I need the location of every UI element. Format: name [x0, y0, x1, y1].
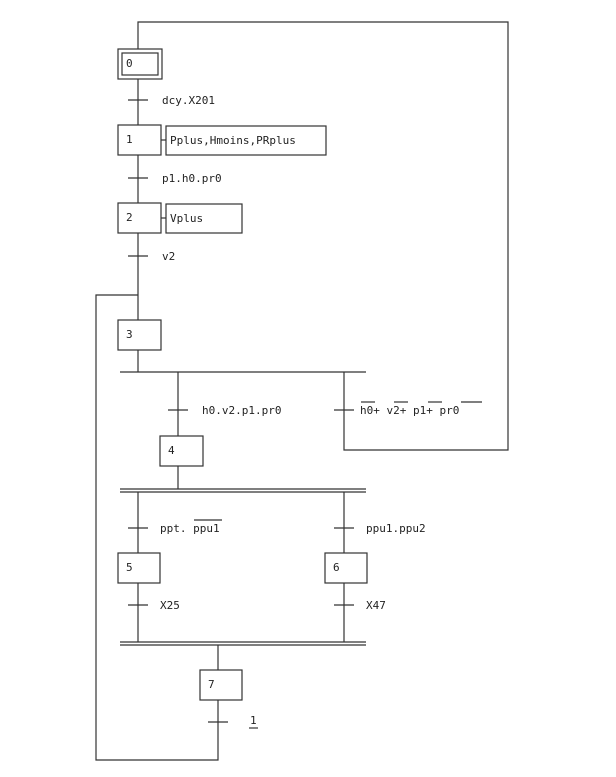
step-6-label: 6 — [333, 561, 340, 574]
step-2-label: 2 — [126, 211, 133, 224]
step-4-label: 4 — [168, 444, 175, 457]
step-3-label: 3 — [126, 328, 133, 341]
step-5-label: 5 — [126, 561, 133, 574]
transition-label-0-1: dcy.X201 — [162, 94, 215, 107]
step-1: 1 — [117, 124, 162, 156]
step-7: 7 — [199, 669, 243, 701]
transition-label-6-7: X47 — [366, 599, 386, 612]
step-6: 6 — [324, 552, 368, 584]
transition-label-2-3: v2 — [162, 250, 175, 263]
transition-label-5-7: X25 — [160, 599, 180, 612]
action-box-step-2: Vplus — [165, 203, 243, 234]
step-2: 2 — [117, 202, 162, 234]
step-7-label: 7 — [208, 678, 215, 691]
transition-label-3-4: h0.v2.p1.pr0 — [202, 404, 281, 417]
step-4: 4 — [159, 435, 204, 467]
step-0-label: 0 — [126, 57, 133, 70]
transition-label-4-6: ppu1.ppu2 — [366, 522, 426, 535]
step-0: 0 — [117, 48, 163, 80]
transition-label-1-2: p1.h0.pr0 — [162, 172, 222, 185]
action-2-label: Vplus — [170, 212, 203, 225]
step-1-label: 1 — [126, 133, 133, 146]
loop-line-to-step-0 — [137, 21, 509, 451]
action-1-label: Pplus,Hmoins,PRplus — [170, 134, 296, 147]
step-3: 3 — [117, 319, 162, 351]
step-5: 5 — [117, 552, 161, 584]
action-box-step-1: Pplus,Hmoins,PRplus — [165, 125, 327, 156]
transition-label-4-5: ppt. ppu1 — [160, 522, 220, 535]
loop-line-to-step-3 — [95, 294, 219, 761]
transition-label-7-3: 1 — [250, 714, 257, 727]
transition-label-3-0: h0+ v2+ p1+ pr0 — [360, 404, 459, 417]
